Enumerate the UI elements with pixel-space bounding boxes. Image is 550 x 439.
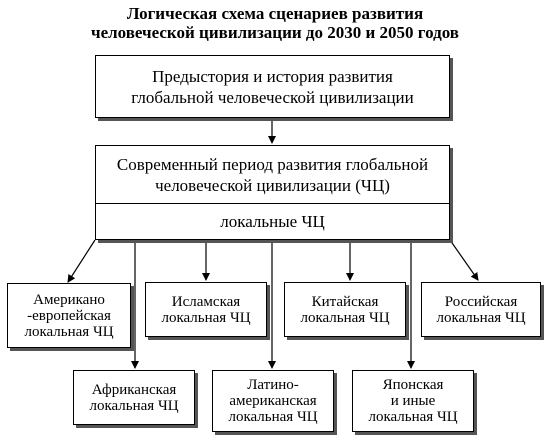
american-line-3: локальная ЧЦ	[24, 323, 114, 340]
latin-line-1: Латино-	[247, 377, 299, 393]
russian-line-1: Российская	[444, 293, 518, 310]
diagram-title: Логическая схема сценариев развития чело…	[0, 4, 550, 42]
title-line-2: человеческой цивилизации до 2030 и 2050 …	[91, 23, 459, 42]
title-line-1: Логическая схема сценариев развития	[126, 4, 424, 23]
african-line-1: Африканская	[91, 381, 177, 398]
latin-american-box: Латино- американская локальная ЧЦ	[212, 370, 334, 432]
latin-line-2: американская	[229, 393, 317, 409]
islamic-line-1: Исламская	[171, 293, 241, 310]
islamic-box: Исламская локальная ЧЦ	[145, 282, 267, 337]
japanese-line-1: Японская	[382, 377, 444, 393]
chinese-line-2: локальная ЧЦ	[300, 309, 390, 326]
modern-period-header: Современный период развития глобальной ч…	[96, 146, 449, 204]
arrow-to-american	[67, 239, 96, 283]
latin-line-3: локальная ЧЦ	[228, 409, 318, 425]
russian-box: Российская локальная ЧЦ	[421, 282, 541, 337]
russian-line-2: локальная ЧЦ	[436, 309, 526, 326]
african-line-2: локальная ЧЦ	[89, 397, 179, 414]
japanese-box: Японская и иные локальная ЧЦ	[352, 370, 474, 432]
african-box: Африканская локальная ЧЦ	[73, 370, 195, 425]
history-box-line-1: Предыстория и история развития	[152, 66, 393, 86]
modern-period-line-2: человеческой цивилизации (ЧЦ)	[155, 175, 390, 195]
american-european-box: Американо -европейская локальная ЧЦ	[7, 283, 131, 348]
history-box-line-2: глобальной человеческой цивилизации	[131, 87, 414, 107]
american-line-2: -европейская	[27, 307, 111, 324]
chinese-line-1: Китайская	[311, 293, 379, 310]
islamic-line-2: локальная ЧЦ	[161, 309, 251, 326]
history-box: Предыстория и история развития глобально…	[95, 55, 450, 118]
modern-period-box: Современный период развития глобальной ч…	[95, 145, 450, 240]
arrow-to-russian	[449, 239, 479, 281]
japanese-line-3: локальная ЧЦ	[368, 409, 458, 425]
american-line-1: Американо	[33, 291, 105, 308]
local-civilizations-label: локальные ЧЦ	[220, 212, 325, 231]
chinese-box: Китайская локальная ЧЦ	[284, 282, 406, 337]
japanese-line-2: и иные	[390, 393, 436, 409]
modern-period-line-1: Современный период развития глобальной	[116, 154, 429, 174]
